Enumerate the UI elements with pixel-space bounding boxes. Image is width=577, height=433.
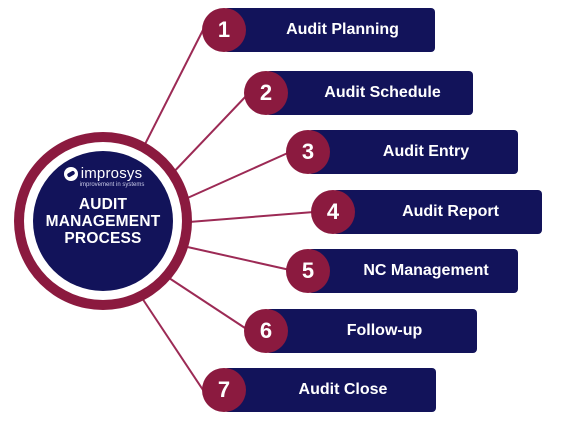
step-3-label: Audit Entry: [382, 143, 470, 160]
step-2-bar: Audit Schedule: [266, 71, 473, 115]
connector-line-2: [167, 93, 249, 179]
connector-line-4: [188, 211, 315, 223]
logo-name: improsys: [80, 165, 143, 183]
step-7-number-badge: 7: [202, 368, 246, 412]
improsys-logo-icon: [63, 166, 78, 181]
connector-line-7: [137, 291, 204, 391]
step-3-number-badge: 3: [286, 130, 330, 174]
step-6-label: Follow-up: [346, 322, 423, 339]
connector-line-1: [137, 29, 204, 159]
improsys-logo: improsys improvement in systems: [33, 165, 173, 195]
connector-line-6: [165, 275, 249, 331]
step-7-label: Audit Close: [298, 381, 388, 398]
step-1-label: Audit Planning: [286, 21, 399, 38]
step-1-bar: Audit Planning: [224, 8, 435, 52]
step-1-number-badge: 1: [202, 8, 246, 52]
step-2-number-badge: 2: [244, 71, 288, 115]
connector-line-3: [182, 151, 291, 201]
step-5-number-badge: 5: [286, 249, 330, 293]
hub-center: improsys improvement in systems AUDIT MA…: [33, 151, 173, 291]
hub-title-line-3: PROCESS: [64, 230, 142, 247]
hub-title-line-2: MANAGEMENT: [45, 213, 161, 230]
step-6-bar: Follow-up: [266, 309, 477, 353]
logo-tagline: improvement in systems: [79, 182, 145, 188]
step-6-number-badge: 6: [244, 309, 288, 353]
connector-line-5: [182, 245, 291, 271]
hub-title: AUDIT MANAGEMENT PROCESS: [33, 196, 173, 247]
step-7-bar: Audit Close: [224, 368, 436, 412]
step-4-number-badge: 4: [311, 190, 355, 234]
step-5-bar: NC Management: [308, 249, 518, 293]
hub-title-line-1: AUDIT: [78, 196, 128, 213]
step-5-label: NC Management: [363, 262, 489, 279]
step-4-label: Audit Report: [402, 203, 499, 220]
step-3-bar: Audit Entry: [308, 130, 518, 174]
step-2-label: Audit Schedule: [324, 84, 441, 101]
step-4-bar: Audit Report: [333, 190, 542, 234]
